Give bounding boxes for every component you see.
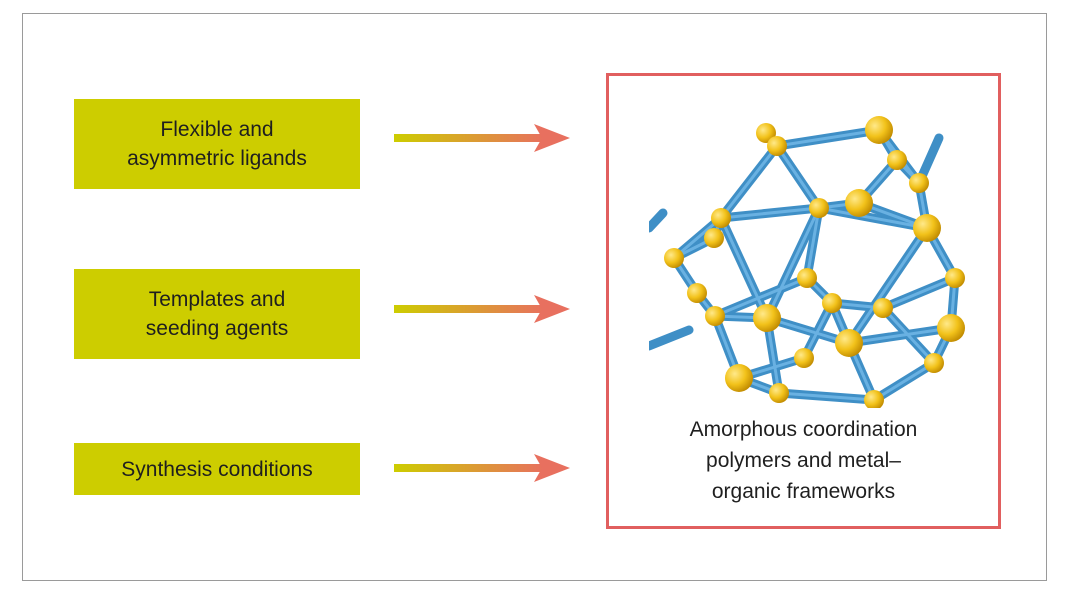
network-rod	[775, 128, 881, 148]
input-label-templates-seeding: Templates and seeding agents	[145, 288, 289, 340]
network-node	[835, 329, 863, 357]
input-box-synthesis-conditions: Synthesis conditions	[74, 443, 360, 495]
network-node	[845, 189, 873, 217]
input-label-flexible-ligands: Flexible and asymmetric ligands	[127, 118, 307, 170]
network-rod	[719, 144, 779, 220]
network-rod	[881, 276, 957, 310]
network-rod	[777, 391, 876, 402]
network-rod	[649, 208, 668, 233]
network-rod	[649, 325, 694, 351]
network-node	[753, 304, 781, 332]
right-arrow-icon	[394, 295, 570, 323]
network-node	[913, 214, 941, 242]
network-node	[767, 136, 787, 156]
network-rod	[847, 326, 953, 345]
network-rod	[672, 216, 723, 260]
network-node	[794, 348, 814, 368]
network-rod	[847, 226, 929, 345]
network-node	[865, 116, 893, 144]
network-node	[822, 293, 842, 313]
network-rod	[765, 206, 821, 320]
result-label: Amorphous coordination polymers and meta…	[689, 418, 918, 503]
network-node	[687, 283, 707, 303]
network-rod	[872, 361, 936, 402]
network-node	[887, 150, 907, 170]
network-rod	[817, 206, 929, 230]
network-node	[769, 383, 789, 403]
right-arrow-icon	[394, 454, 570, 482]
network-node	[924, 353, 944, 373]
network-node	[664, 248, 684, 268]
right-arrow-icon	[394, 124, 570, 152]
network-node	[909, 173, 929, 193]
network-node	[705, 306, 725, 326]
network-rod	[719, 216, 769, 320]
network-node	[937, 314, 965, 342]
network-node	[809, 198, 829, 218]
network-rod	[805, 206, 821, 280]
input-box-templates-seeding: Templates and seeding agents	[74, 269, 360, 359]
network-node	[797, 268, 817, 288]
coordination-polymer-network-illustration	[649, 116, 965, 408]
network-rod	[881, 306, 936, 365]
network-node	[873, 298, 893, 318]
network-node	[864, 390, 884, 408]
network-rod	[713, 276, 809, 318]
input-box-flexible-ligands: Flexible and asymmetric ligands	[74, 99, 360, 189]
result-box: Amorphous coordination polymers and meta…	[606, 73, 1001, 529]
input-label-synthesis-conditions: Synthesis conditions	[121, 457, 313, 481]
network-node	[945, 268, 965, 288]
network-node	[711, 208, 731, 228]
network-node	[725, 364, 753, 392]
network-rod	[765, 316, 851, 345]
network-node	[704, 228, 724, 248]
network-rod	[719, 206, 821, 220]
network-rod	[802, 301, 834, 360]
network-rod	[775, 144, 821, 210]
